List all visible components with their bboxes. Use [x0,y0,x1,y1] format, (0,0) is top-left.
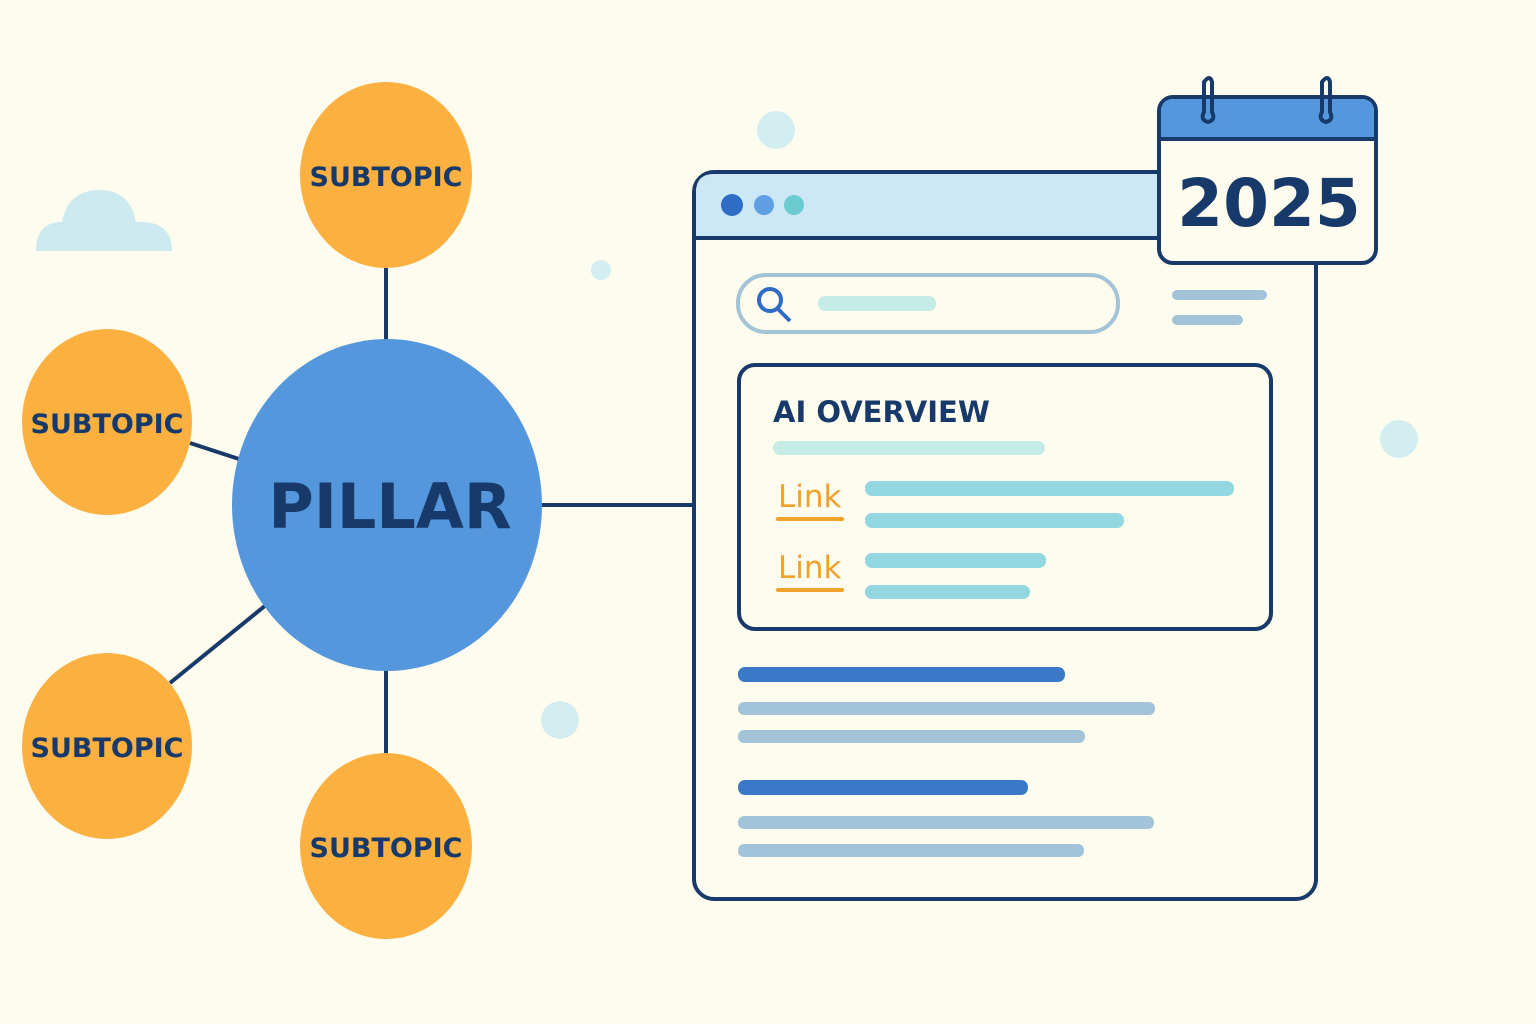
connectors [168,266,694,754]
header-line [1172,290,1267,300]
header-line [1172,315,1243,325]
subtopic-label: SUBTOPIC [31,733,184,764]
link-text: Link [778,479,842,515]
browser-window: AI OVERVIEW Link Link [692,170,1318,901]
decor-dot [757,111,795,149]
search-result [738,780,1154,857]
search-bar[interactable] [736,273,1120,334]
window-dot-icon [754,195,774,215]
subtopic-label: SUBTOPIC [310,833,463,864]
subtopic-label: SUBTOPIC [310,162,463,193]
calendar-icon: 2025 [1157,76,1378,265]
search-result [738,667,1155,743]
calendar-year: 2025 [1177,165,1361,242]
link-text: Link [778,550,842,586]
subtopic-label: SUBTOPIC [31,409,184,440]
link-item[interactable]: Link [776,479,844,521]
window-dot-icon [784,195,804,215]
decor-dot [1380,420,1418,458]
cloud-icon [36,190,172,251]
pillar-label: PILLAR [268,470,511,543]
ai-overview-card: AI OVERVIEW Link Link [737,363,1273,631]
decor-dot [541,701,579,739]
ai-overview-title: AI OVERVIEW [773,395,990,429]
pillar-node: PILLAR [232,339,542,671]
search-icon [757,287,792,323]
subtopic-node: SUBTOPIC [300,82,472,268]
subtopic-node: SUBTOPIC [22,329,192,515]
subtopic-node: SUBTOPIC [22,653,192,839]
decor-dot [591,260,611,280]
subtopic-node: SUBTOPIC [300,753,472,939]
window-dot-icon [721,194,743,216]
link-item[interactable]: Link [776,550,844,592]
